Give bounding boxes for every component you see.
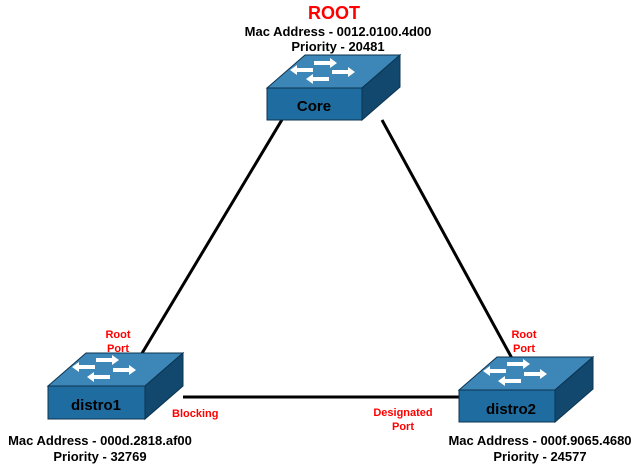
designated-port-label-1: Designated [373, 407, 432, 419]
link-core-distro2 [380, 119, 516, 363]
distro2-root-port-label-2: Port [513, 343, 535, 355]
switch-distro2[interactable]: distro2 [457, 355, 595, 424]
core-mac: Mac Address - 0012.0100.4d00 [245, 24, 432, 39]
switch-core[interactable]: Core [265, 53, 402, 122]
designated-port-label-2: Port [392, 421, 414, 433]
switch-distro1[interactable]: distro1 [46, 351, 185, 421]
distro2-mac: Mac Address - 000f.9065.4680 [448, 433, 631, 448]
distro1-priority: Priority - 32769 [53, 449, 146, 464]
distro1-root-port-label-2: Port [107, 343, 129, 355]
core-name: Core [297, 98, 331, 115]
distro1-mac: Mac Address - 000d.2818.af00 [8, 433, 192, 448]
blocking-label: Blocking [172, 408, 218, 420]
link-core-distro1 [136, 117, 285, 361]
distro2-root-port-label-1: Root [511, 329, 536, 341]
root-label: ROOT [308, 3, 360, 23]
distro1-name: distro1 [71, 397, 121, 414]
distro2-name: distro2 [486, 401, 536, 418]
distro2-priority: Priority - 24577 [493, 449, 586, 464]
distro1-root-port-label-1: Root [105, 329, 130, 341]
core-priority: Priority - 20481 [291, 39, 384, 54]
